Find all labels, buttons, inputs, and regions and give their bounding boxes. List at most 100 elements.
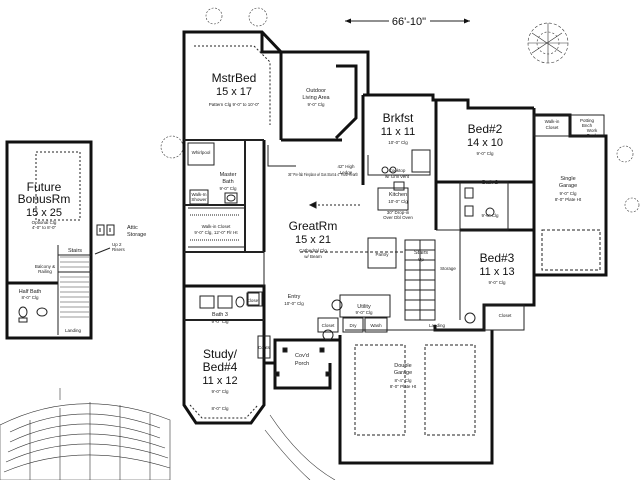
great-room-ledge-height: 42" High — [337, 164, 355, 169]
covd-porch-name2: Porch — [295, 361, 309, 367]
bonus-room-size: 15 x 25 — [26, 207, 62, 219]
master-bed-size: 15 x 17 — [216, 86, 252, 98]
bonus-toilet-icon — [18, 306, 48, 323]
bonus-stairs-label: Stairs — [68, 248, 82, 254]
whirlpool-label: Whirlpool — [192, 150, 211, 155]
single-garage-name2: Garage — [559, 183, 577, 189]
potting-bench-label2: Bnch — [582, 123, 593, 128]
kitchen-note3: Over Dbl Oven — [383, 215, 413, 220]
attic-storage-label: Attic — [127, 225, 138, 231]
brkfst-name: Brkfst — [383, 111, 414, 125]
double-garage-note2: 8'-0" Plate Ht — [390, 384, 417, 389]
shower-label2: Shower — [191, 197, 207, 202]
bed2-name: Bed#2 — [468, 122, 503, 136]
bed3-size: 11 x 13 — [479, 266, 514, 278]
master-bed-name: MstrBed — [212, 71, 257, 85]
work-bench-label: Work — [587, 128, 598, 133]
potting-bench-label: Potting — [580, 118, 595, 123]
overall-width-dimension: 66'-10" — [345, 16, 470, 28]
master-bed-note: Pattern Clg 9'-0" to 10'-0" — [209, 102, 260, 107]
study-bed4-note2: 8'-0" Clg — [212, 406, 229, 411]
great-room-note: Cathedral Clg — [299, 248, 327, 253]
utility-note: 9'-0" Clg — [356, 310, 373, 315]
outdoor-living-note: 9'-0" Clg — [308, 102, 325, 107]
cooktop-label: Cooktop — [389, 168, 406, 173]
great-room-ledge: Ledge — [340, 170, 353, 175]
washer-label: Wash — [370, 323, 382, 328]
coats-label: Coats — [258, 345, 271, 350]
bonus-room-name2: BonusRm — [18, 192, 71, 206]
bath3-name: Bath 3 — [212, 312, 228, 318]
master-bath-name2: Bath — [222, 179, 233, 185]
bath2-name: Bath 2 — [482, 180, 498, 186]
master-bath-name: Master — [220, 172, 237, 178]
kitchen-note2: 30" Drop-in — [387, 210, 410, 215]
study-bed4-note: 9'-0" Clg — [212, 389, 229, 394]
outdoor-living-name: Outdoor — [306, 88, 326, 94]
center-stairs-label: Stairs — [414, 250, 428, 256]
brkfst-size: 11 x 11 — [381, 126, 415, 138]
bonus-room-name: Future — [27, 180, 62, 194]
bonus-half-bath-label: Half Bath — [19, 289, 42, 295]
study-bed4-name: Study/ — [203, 347, 238, 361]
utility-closet-label: Closet — [322, 323, 336, 328]
bed2-note: 9'-0" Clg — [477, 151, 494, 156]
utility-name: Utility — [357, 304, 371, 310]
great-room-note2: w/ Beam — [304, 254, 322, 259]
study-bed4-size: 11 x 12 — [202, 375, 237, 387]
bath2-note: 9'-0" Clg — [482, 213, 499, 218]
brkfst-note: 10'-0" Clg — [388, 140, 408, 145]
single-garage-note2: 8'-0" Plate Ht — [555, 197, 582, 202]
overall-width-label: 66'-10" — [392, 16, 426, 28]
study-closet-label: Closet — [247, 298, 261, 303]
dryer-label: Dry — [350, 323, 358, 328]
storage-label: Storage — [440, 266, 456, 271]
bonus-room-walls — [5, 140, 93, 340]
interior-partitions — [184, 45, 605, 436]
attic-storage-label2: Storage — [127, 232, 146, 238]
bonus-landing-label: Landing — [65, 328, 82, 333]
double-garage-name: Double — [394, 363, 411, 369]
master-bath-note: 9'-0" Clg — [220, 186, 237, 191]
master-closet-name: Walk-in Closet — [202, 224, 232, 229]
single-garage-note: 9'-0" Clg — [560, 191, 577, 196]
kitchen-note: 10'-0" Clg — [388, 199, 408, 204]
bed2-size: 14 x 10 — [467, 137, 503, 149]
single-garage-name: Single — [560, 176, 575, 182]
tree-icon — [527, 22, 569, 64]
double-garage-name2: Garage — [394, 370, 412, 376]
covd-porch-name: Cov'd — [295, 353, 309, 359]
roof-texture — [0, 388, 336, 480]
up-to-stairs-label2: Risers — [112, 247, 126, 252]
great-room-name: GreatRm — [289, 219, 338, 233]
shower-label: Walk-In — [191, 192, 207, 197]
attic-storage-marker — [96, 224, 115, 236]
bonus-room-note2: 4'-0" to 8'-0" — [32, 225, 57, 230]
center-landing-label: Landing — [429, 323, 446, 328]
walkin-closet-right-label: Walk-in — [545, 119, 560, 124]
great-room-size: 15 x 21 — [295, 234, 331, 246]
pantry-label: Pantry — [375, 252, 389, 257]
cooktop-label2: w/ Grill Vent — [385, 174, 410, 179]
study-bed4-name2: Bed#4 — [203, 360, 238, 374]
bath3-note: 9'-0" Clg — [212, 319, 229, 324]
bonus-railing-label: Balcony & — [35, 264, 55, 269]
entry-note: 10'-0" Clg — [284, 301, 304, 306]
bonus-room-note: Optional Clg — [32, 220, 57, 225]
entry-name: Entry — [288, 294, 301, 300]
outdoor-living-name2: Living Area — [302, 95, 330, 101]
walkin-closet-right-label2: Closet — [546, 125, 560, 130]
work-bench-label2: Bnch — [587, 133, 598, 138]
bed3-note: 9'-0" Clg — [489, 280, 506, 285]
up-to-stairs-label: Up 2 — [112, 242, 122, 247]
double-garage-note: 8'-4" Clg — [395, 378, 412, 383]
bed3-name: Bed#3 — [480, 251, 515, 265]
bonus-railing-label2: Railing — [38, 269, 52, 274]
great-room-fireplace-note: 36" Pre-fab Fireplace w/ Gas Start & 4" … — [288, 172, 358, 177]
center-stairs-label2: Up — [418, 257, 424, 262]
bed3-closet-label: Closet — [499, 313, 513, 318]
master-closet-note: 9'-0" Clg, 12'-0" Flr Ht — [194, 230, 238, 235]
kitchen-name: Kitchen — [389, 192, 407, 198]
bonus-half-bath-note: 8'-0" Clg — [22, 295, 39, 300]
